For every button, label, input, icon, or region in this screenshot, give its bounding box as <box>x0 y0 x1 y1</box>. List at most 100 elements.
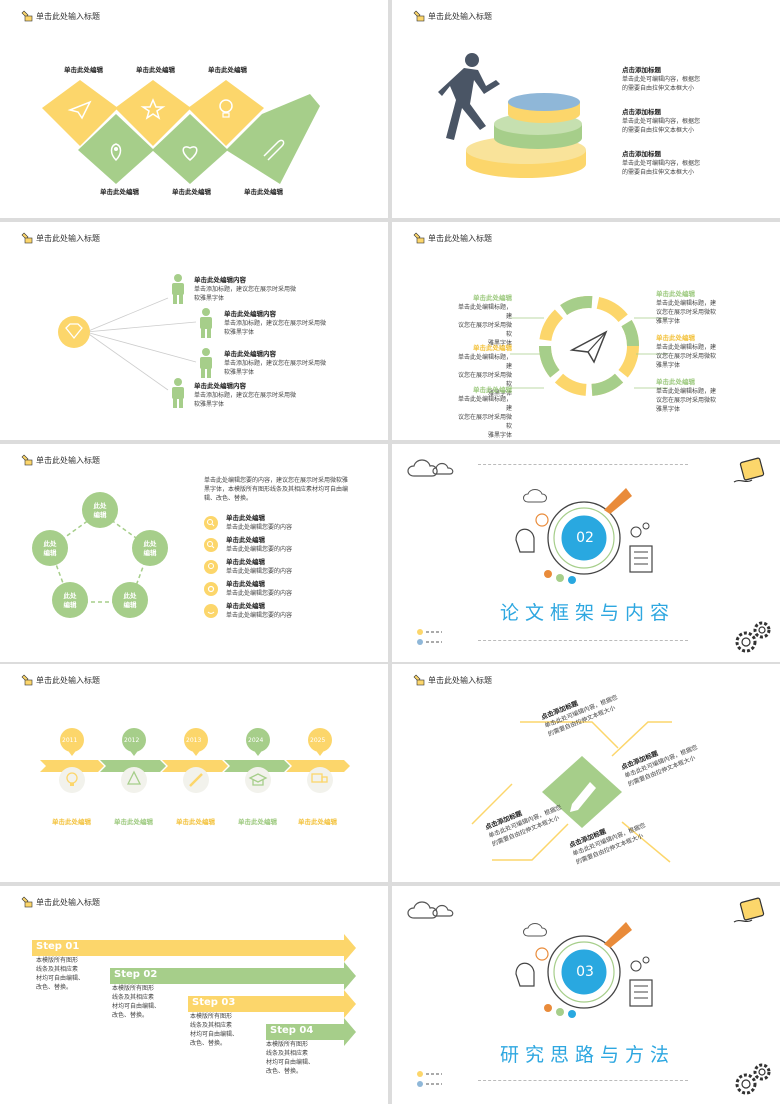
slide-4[interactable]: 单击此处输入标题 单击此处编辑 单击此处编辑标题，建 议您在展示时采用微软 雅黑… <box>392 222 780 440</box>
person-icon <box>200 348 212 378</box>
timeline-label-3[interactable]: 单击此处编辑 <box>176 818 215 826</box>
bell-icon <box>126 770 142 785</box>
step-arrows <box>32 934 356 1046</box>
person-item-1[interactable]: 单击此处编辑内容 单击添加标题，建议您在展示时采用微 软雅黑字体 <box>194 276 297 302</box>
step-desc-3: 本模版所有图形线条及其相应素材均可自由编辑、改色、替换。 <box>190 1013 239 1047</box>
slide-6-section[interactable]: 02 论文框架与内容 <box>392 444 780 662</box>
section-title[interactable]: 论文框架与内容 <box>500 602 676 624</box>
target-illustration <box>515 488 653 584</box>
right-item-2[interactable]: 单击此处编辑 单击此处编辑标题，建 议您在展示时采用微软 雅黑字体 <box>656 334 717 369</box>
slide-5[interactable]: 单击此处输入标题 单击此处编辑您要的内容，建议您在展示时采用微软雅 黑字体，本模… <box>0 444 388 662</box>
location-pin-icon <box>110 143 122 162</box>
slide-title[interactable]: 单击此处输入标题 <box>428 11 492 21</box>
slide-title[interactable]: 单击此处输入标题 <box>428 675 492 685</box>
truck-icon <box>311 773 328 783</box>
timeline <box>40 728 350 793</box>
top-label-1[interactable]: 单击此处编辑 <box>64 66 103 74</box>
step-label-4[interactable]: Step 04 <box>270 1025 314 1036</box>
slide-9[interactable]: 单击此处输入标题 Step 01 Step 02 Step 03 Step 04… <box>0 886 388 1104</box>
slide-2[interactable]: 单击此处输入标题 点击添加标题 单击此处可编辑内容，根据您 的需要自由拉伸文本框… <box>392 0 780 218</box>
search-icon <box>204 516 218 530</box>
year-2013: 2013 <box>186 737 202 744</box>
slide-8[interactable]: 单击此处输入标题 点击添加标题 单击此处可编辑内容，根据您 的需要自由拉伸文本框… <box>392 664 780 882</box>
smile-icon <box>204 604 218 618</box>
ring-diagram <box>510 296 668 396</box>
slide-title[interactable]: 单击此处输入标题 <box>36 675 100 685</box>
list-item[interactable]: 单击此处编辑单击此处编辑您要的内容 <box>204 536 292 554</box>
dashed-divider <box>478 464 688 465</box>
graduation-cap-icon <box>248 773 268 786</box>
step-label-2[interactable]: Step 02 <box>114 969 158 980</box>
info-item-1[interactable]: 点击添加标题 单击此处可编辑内容，根据您 的需要自由拉伸文本框大小 <box>622 66 701 92</box>
timeline-label-2[interactable]: 单击此处编辑 <box>114 818 153 826</box>
pencil-logo-icon <box>413 10 425 22</box>
left-item-1[interactable]: 单击此处编辑 单击此处编辑标题，建 议您在展示时采用微软 雅黑字体 <box>457 294 512 347</box>
info-item-2[interactable]: 点击添加标题 单击此处可编辑内容，根据您 的需要自由拉伸文本框大小 <box>622 108 701 134</box>
year-2025: 2025 <box>310 737 326 744</box>
section-title[interactable]: 研究思路与方法 <box>500 1044 676 1066</box>
left-item-3[interactable]: 单击此处编辑 单击此处编辑标题，建 议您在展示时采用微软 雅黑字体 <box>457 386 512 439</box>
list-item[interactable]: 单击此处编辑单击此处编辑您要的内容 <box>204 514 292 532</box>
rotated-frames-diagram <box>471 721 672 863</box>
circle-label-4: 此处编辑 <box>63 592 77 609</box>
slide-3[interactable]: 单击此处输入标题 单击此处编辑内容 单击添加标题，建议您在展示时采用微 软雅黑字… <box>0 222 388 440</box>
pencil-logo-icon <box>21 454 33 466</box>
slide-header: 单击此处输入标题 <box>21 232 100 244</box>
top-label-2[interactable]: 单击此处编辑 <box>136 66 175 74</box>
year-2024: 2024 <box>248 737 264 744</box>
timeline-label-4[interactable]: 单击此处编辑 <box>238 818 277 826</box>
person-icon <box>172 274 184 304</box>
slide-10-section[interactable]: 03 研究思路与方法 <box>392 886 780 1104</box>
step-desc-2: 本模版所有图形线条及其相应素材均可自由编辑、改色、替换。 <box>112 985 161 1019</box>
intro-text[interactable]: 单击此处编辑您要的内容，建议您在展示时采用微软雅 黑字体，本模版所有图形线条及其… <box>204 477 349 502</box>
timeline-label-5[interactable]: 单击此处编辑 <box>298 818 337 826</box>
section-number: 02 <box>576 530 594 546</box>
list-item[interactable]: 单击此处编辑单击此处编辑您要的内容 <box>204 580 292 598</box>
target-illustration <box>515 922 653 1018</box>
top-label-3[interactable]: 单击此处编辑 <box>208 66 247 74</box>
right-item-3[interactable]: 单击此处编辑 单击此处编辑标题，建 议您在展示时采用微软 雅黑字体 <box>656 378 717 413</box>
gear-icon <box>204 582 218 596</box>
slide-title[interactable]: 单击此处输入标题 <box>36 897 100 907</box>
slide-header: 单击此处输入标题 <box>21 674 100 686</box>
dashed-divider <box>478 640 688 641</box>
step-label-3[interactable]: Step 03 <box>192 997 236 1008</box>
bottom-label-1[interactable]: 单击此处编辑 <box>100 188 139 196</box>
dots-decoration <box>417 1071 442 1087</box>
section-number: 03 <box>576 964 594 980</box>
person-item-3[interactable]: 单击此处编辑内容 单击添加标题，建议您在展示时采用微 软雅黑字体 <box>224 350 327 376</box>
pentagon-circles-diagram <box>32 492 168 618</box>
slide-title[interactable]: 单击此处输入标题 <box>36 233 100 243</box>
slide-title[interactable]: 单击此处输入标题 <box>428 233 492 243</box>
slide-1[interactable]: 单击此处输入标题 单击此处编辑 单击此处编辑 单击此处编辑 单击此处编辑 单击此… <box>0 0 388 218</box>
slide-header: 单击此处输入标题 <box>21 454 100 466</box>
bottom-label-2[interactable]: 单击此处编辑 <box>172 188 211 196</box>
slide-title[interactable]: 单击此处输入标题 <box>36 11 100 21</box>
timeline-label-1[interactable]: 单击此处编辑 <box>52 818 91 826</box>
person-item-2[interactable]: 单击此处编辑内容 单击添加标题，建议您在展示时采用微 软雅黑字体 <box>224 310 327 336</box>
slide-header: 单击此处输入标题 <box>21 896 100 908</box>
info-item-3[interactable]: 点击添加标题 单击此处可编辑内容，根据您 的需要自由拉伸文本框大小 <box>622 150 701 176</box>
cloud-icon <box>407 459 454 477</box>
person-item-4[interactable]: 单击此处编辑内容 单击添加标题，建议您在展示时采用微 软雅黑字体 <box>194 382 297 408</box>
bottom-label-3[interactable]: 单击此处编辑 <box>244 188 283 196</box>
right-item-1[interactable]: 单击此处编辑 单击此处编辑标题，建 议您在展示时采用微软 雅黑字体 <box>656 290 717 325</box>
dots-decoration <box>417 629 442 645</box>
paper-plane-icon <box>569 330 608 364</box>
lightbulb-icon <box>204 560 218 574</box>
list-item[interactable]: 单击此处编辑单击此处编辑您要的内容 <box>204 602 292 620</box>
circle-label-5: 此处编辑 <box>43 540 57 557</box>
circle-label-2: 此处编辑 <box>143 540 157 557</box>
person-icon <box>172 378 184 408</box>
radiating-lines-diagram <box>58 297 197 391</box>
step-label-1[interactable]: Step 01 <box>36 941 80 952</box>
slide-7[interactable]: 单击此处输入标题 2011 2012 2013 2024 2025 单击此处编辑… <box>0 664 388 882</box>
slide-header: 单击此处输入标题 <box>413 10 492 22</box>
left-item-2[interactable]: 单击此处编辑 单击此处编辑标题，建 议您在展示时采用微软 雅黑字体 <box>457 344 512 397</box>
pencil-logo-icon <box>21 674 33 686</box>
pencil-icon <box>570 782 596 812</box>
slide-title[interactable]: 单击此处输入标题 <box>36 455 100 465</box>
year-2011: 2011 <box>62 737 78 744</box>
list-item[interactable]: 单击此处编辑单击此处编辑您要的内容 <box>204 558 292 576</box>
